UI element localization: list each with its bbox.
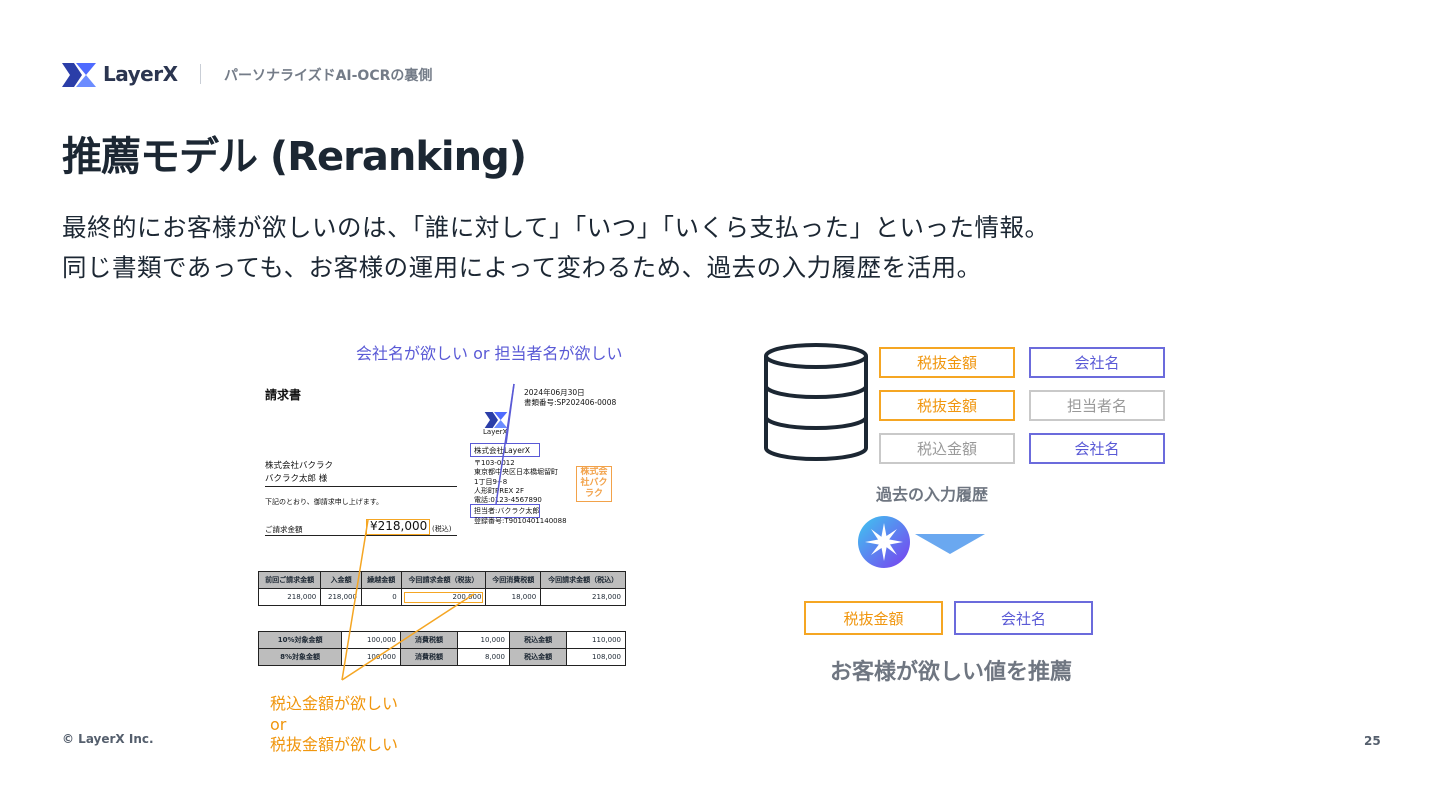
history-tag-tax-included: 税込金額 xyxy=(879,433,1015,464)
history-tag-company: 会社名 xyxy=(1029,347,1165,378)
history-tag-person: 担当者名 xyxy=(1029,390,1165,421)
ai-model-icon xyxy=(857,515,911,573)
annotation-or: or xyxy=(270,715,398,736)
history-tag-tax-excluded: 税抜金額 xyxy=(879,390,1015,421)
pointer-total-line xyxy=(342,520,368,680)
pointer-subtotal-line xyxy=(342,594,474,680)
history-tag-company: 会社名 xyxy=(1029,433,1165,464)
result-tag-company: 会社名 xyxy=(954,601,1093,635)
result-tag-tax-excluded: 税抜金額 xyxy=(804,601,943,635)
footer-copyright: © LayerX Inc. xyxy=(62,732,154,746)
history-caption: 過去の入力履歴 xyxy=(876,481,988,505)
pointer-person-line xyxy=(496,384,514,504)
page-number: 25 xyxy=(1364,734,1381,748)
database-icon xyxy=(762,342,870,468)
annotation-amount: 税込金額が欲しい or 税抜金額が欲しい xyxy=(270,694,398,756)
history-tag-tax-excluded: 税抜金額 xyxy=(879,347,1015,378)
result-caption: お客様が欲しい値を推薦 xyxy=(830,654,1072,686)
annotation-tax-included: 税込金額が欲しい xyxy=(270,694,398,715)
down-arrow-icon xyxy=(915,534,985,558)
annotation-tax-excluded: 税抜金額が欲しい xyxy=(270,735,398,756)
